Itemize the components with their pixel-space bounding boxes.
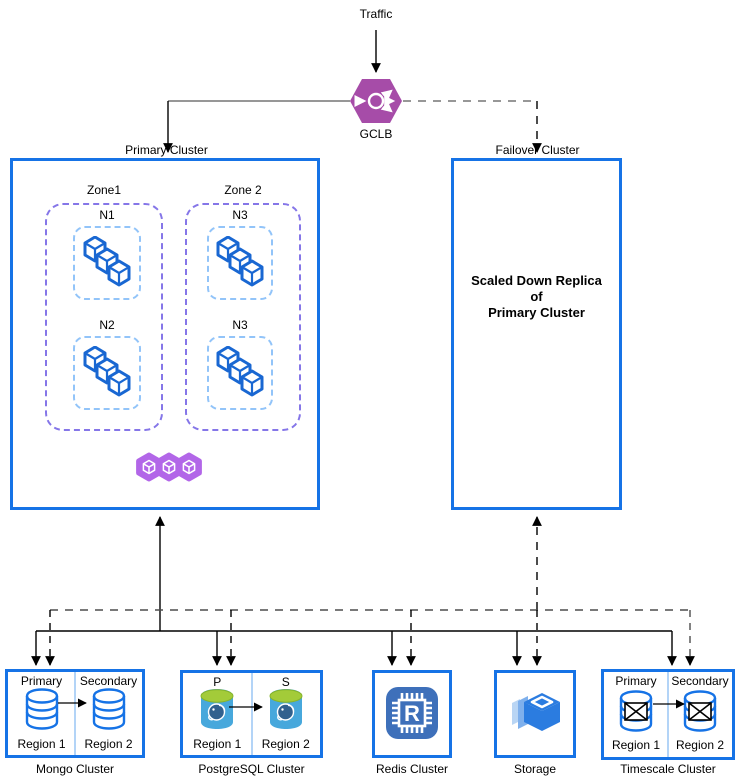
mongo-primary-label: Primary: [20, 674, 63, 688]
pg-primary-label: P: [213, 675, 222, 689]
node-n1-box: [73, 226, 141, 300]
region-divider: [250, 673, 253, 755]
storage-caption: Storage: [513, 762, 557, 776]
ts-region2-label: Region 2: [675, 738, 725, 752]
node-n2-label: N2: [99, 318, 115, 332]
mongo-cluster-box: Primary Secondary Region 1 Region 2: [5, 669, 145, 758]
cloud-storage-icon: [512, 693, 560, 731]
ts-secondary-label: Secondary: [671, 674, 729, 688]
failover-line-2: of: [530, 289, 543, 304]
mongo-cluster-caption: Mongo Cluster: [35, 762, 115, 776]
redis-cluster-box: R: [372, 670, 452, 758]
failover-line-1: Scaled Down Replica: [471, 273, 602, 288]
load-balancer-icon: [350, 79, 402, 123]
pg-secondary-label: S: [281, 675, 290, 689]
workloads-icon: [83, 346, 131, 397]
redis-cluster-caption: Redis Cluster: [375, 762, 449, 776]
ts-region1-label: Region 1: [611, 738, 661, 752]
primary-cluster-title: Primary Cluster: [125, 143, 208, 157]
mongo-region2-label: Region 2: [84, 737, 133, 751]
gke-cluster-icon: [134, 449, 204, 485]
workloads-icon: [216, 346, 264, 397]
zone2-label: Zone 2: [224, 183, 262, 197]
node-n3b-label: N3: [232, 318, 248, 332]
zone1-box: [45, 203, 163, 431]
storage-box: [494, 670, 576, 758]
gclb-label: GCLB: [359, 127, 393, 141]
postgresql-icon: [269, 688, 303, 730]
timescale-cluster-box: Primary Secondary Region 1 Region 2: [601, 669, 735, 760]
region-divider: [667, 672, 669, 757]
pg-region1-label: Region 1: [193, 737, 242, 751]
node-n3a-label: N3: [232, 208, 248, 222]
timescaledb-icon: [619, 690, 653, 732]
mongo-region1-label: Region 1: [17, 737, 66, 751]
failover-cluster-title: Failover Cluster: [495, 143, 580, 157]
traffic-label: Traffic: [359, 7, 393, 21]
failover-line-3: Primary Cluster: [488, 305, 585, 320]
postgresql-cluster-box: P S Region 1 Region 2: [180, 670, 323, 758]
node-n2-box: [73, 336, 141, 410]
mongodb-database-icon: [92, 688, 125, 730]
workloads-icon: [83, 236, 131, 287]
redis-memorystore-icon: R: [386, 687, 438, 739]
zone1-label: Zone1: [86, 183, 122, 197]
workloads-icon: [216, 236, 264, 287]
pg-region2-label: Region 2: [261, 737, 310, 751]
redis-letter: R: [404, 701, 420, 726]
postgresql-icon: [200, 688, 234, 730]
timescaledb-icon: [683, 690, 717, 732]
ts-primary-label: Primary: [615, 674, 657, 688]
failover-cluster-box: Scaled Down Replica of Primary Cluster: [451, 158, 622, 510]
timescale-cluster-caption: Timescale Cluster: [620, 762, 716, 776]
failover-description: Scaled Down Replica of Primary Cluster: [454, 273, 619, 321]
node-n1-label: N1: [99, 208, 115, 222]
primary-cluster-box: Zone1 Zone 2 N1 N2 N3 N3: [10, 158, 320, 510]
region-divider: [74, 672, 76, 755]
postgresql-cluster-caption: PostgreSQL Cluster: [198, 762, 305, 776]
node-n3a-box: [207, 226, 273, 300]
mongo-secondary-label: Secondary: [79, 674, 138, 688]
zone2-box: [185, 203, 301, 431]
node-n3b-box: [207, 336, 273, 410]
mongodb-database-icon: [25, 688, 58, 730]
